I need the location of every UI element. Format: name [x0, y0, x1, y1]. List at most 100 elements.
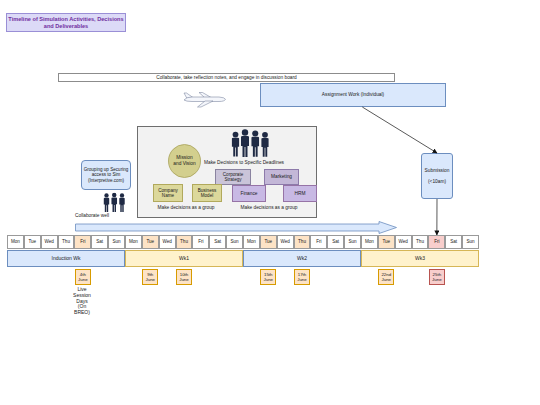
arrow-shape: [76, 222, 397, 234]
node-text: HRM: [295, 191, 306, 197]
person-silhouette: [111, 193, 117, 212]
node-text: 15th June: [262, 272, 274, 282]
decision-box: Company Name: [153, 184, 183, 202]
date-box: 9th June: [142, 269, 158, 285]
node-text: Wk3: [415, 256, 425, 262]
airplane-icon: [184, 93, 226, 108]
node-text: Submission: [425, 168, 450, 174]
node-text: Corporate Strategy: [218, 172, 248, 183]
node-text: Thu: [298, 239, 306, 244]
arrow-connector: [436, 199, 437, 235]
node-text: Tue: [146, 239, 154, 244]
day-cell: Tue: [260, 235, 277, 249]
day-cell: Thu: [176, 235, 193, 249]
node-text: Sat: [214, 239, 221, 244]
week-band: Wk1: [125, 250, 243, 267]
node-text: Mission and Vision: [173, 155, 197, 166]
date-box: 10th June: [176, 269, 192, 285]
day-cell: Sun: [226, 235, 243, 249]
day-cell: Sun: [344, 235, 361, 249]
node-text: 22nd June: [380, 272, 392, 282]
group-silhouettes: [104, 193, 125, 212]
node-text: 10th June: [178, 272, 190, 282]
node-text: Collaborate well: [75, 213, 109, 219]
airplane-wing: [198, 101, 214, 107]
node-text: Thu: [62, 239, 70, 244]
day-cell: Thu: [294, 235, 311, 249]
week-band: Wk2: [243, 250, 361, 267]
week-band: Wk3: [361, 250, 479, 267]
node-text: Wk2: [297, 256, 307, 262]
day-cell: Sat: [445, 235, 462, 249]
node-text: Sun: [230, 239, 238, 244]
day-cell: Wed: [277, 235, 294, 249]
day-cell: Thu: [412, 235, 429, 249]
collaborate-arrow-outline: [75, 213, 397, 234]
arrow-connector: [362, 107, 437, 153]
node-text: Company Name: [156, 188, 180, 199]
activity-banner: Collaborate, take reflection notes, and …: [58, 73, 395, 82]
date-box: 22nd June: [378, 269, 394, 285]
node-text: Mon: [129, 239, 138, 244]
week-band: Induction Wk: [7, 250, 125, 267]
day-cell: Fri: [192, 235, 209, 249]
date-box: 15th June: [260, 269, 276, 285]
node-text: Tue: [28, 239, 36, 244]
day-cell: Sun: [462, 235, 479, 249]
node-text: Wed: [280, 239, 289, 244]
date-box: 25th June: [429, 269, 445, 285]
node-text: 17th June: [296, 272, 308, 282]
day-cell: Mon: [243, 235, 260, 249]
day-cell: Fri: [428, 235, 445, 249]
node-text: Mon: [365, 239, 374, 244]
decision-group: Make Decisions to Specific DeadlinesMake…: [137, 126, 317, 218]
node-text: Induction Wk: [52, 256, 81, 262]
node-text: Fri: [80, 239, 85, 244]
day-cell: Sat: [209, 235, 226, 249]
node-text: Collaborate, take reflection notes, and …: [156, 75, 297, 81]
day-cell: Mon: [125, 235, 142, 249]
node-text: (<10am): [428, 179, 446, 185]
node-text: Wed: [162, 239, 171, 244]
node-text: Sat: [450, 239, 457, 244]
day-cell: Tue: [142, 235, 159, 249]
setup-box: Grouping up Securing access to Sim (Inte…: [81, 160, 131, 190]
node-text: 25th June: [431, 272, 443, 282]
node-text: Fri: [434, 239, 439, 244]
collaborate-arrow: Collaborate well: [75, 213, 397, 234]
person-silhouette: [104, 193, 109, 212]
date-box: 4th June: [75, 269, 91, 285]
decision-box: Marketing: [264, 169, 299, 185]
title-text: Timeline of Simulation Activities, Decis…: [8, 16, 124, 29]
day-cell: Fri: [310, 235, 327, 249]
date-box: 17th June: [294, 269, 310, 285]
airplane-wing: [199, 93, 212, 99]
title-box: Timeline of Simulation Activities, Decis…: [6, 13, 126, 32]
decision-box: HRM: [283, 185, 317, 202]
node-text: 9th June: [144, 272, 156, 282]
node-text: Sun: [348, 239, 356, 244]
mission-circle: Mission and Vision: [168, 144, 201, 178]
day-cell: Mon: [361, 235, 378, 249]
day-cell: Fri: [74, 235, 91, 249]
day-cell: Sun: [108, 235, 125, 249]
node-text: Sat: [96, 239, 103, 244]
node-text: Finance: [240, 191, 257, 197]
node-text: Make decisions as a group: [234, 205, 304, 211]
node-text: Wed: [44, 239, 53, 244]
day-cell: Wed: [395, 235, 412, 249]
node-text: Marketing: [271, 174, 292, 180]
node-text: Sun: [466, 239, 474, 244]
node-text: Tue: [382, 239, 390, 244]
day-cell: Sat: [91, 235, 108, 249]
day-cell: Mon: [7, 235, 24, 249]
submission-box: Submission (<10am): [421, 153, 453, 199]
node-text: Business Model: [195, 188, 219, 199]
day-cell: Tue: [378, 235, 395, 249]
day-cell: Wed: [41, 235, 58, 249]
decision-box: Business Model: [192, 184, 222, 202]
note-text: Live Session Days (On BREO): [72, 287, 92, 316]
assignment-box: Assignment Work (Individual): [260, 83, 446, 107]
day-cell: Tue: [24, 235, 41, 249]
